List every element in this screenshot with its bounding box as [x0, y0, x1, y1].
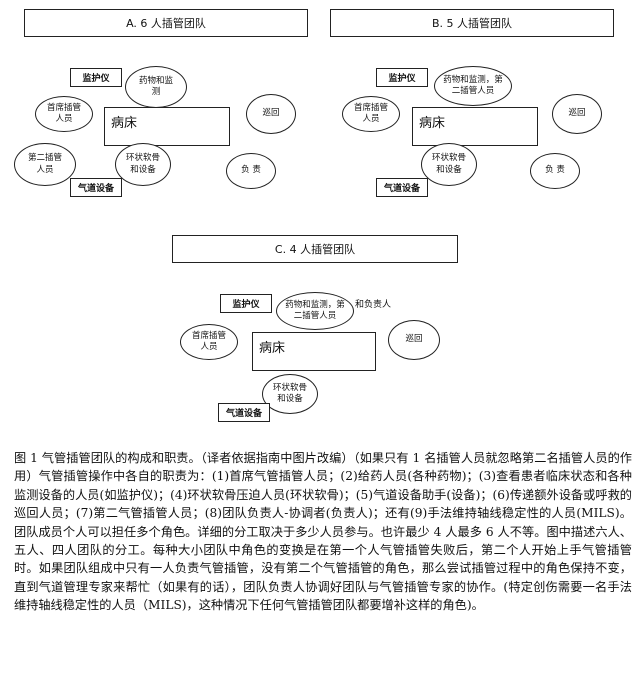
panel-b-runner-role: 巡回: [552, 94, 602, 134]
panel-c-monitor-box: 监护仪: [220, 294, 272, 313]
panel-c-first-intubator-role: 首席插管 人员: [180, 324, 238, 360]
panel-a-bed: 病床: [104, 107, 230, 146]
panel-a-cricoid-role: 环状软骨 和设备: [115, 143, 171, 186]
panel-b-first-intubator-role: 首席插管 人员: [342, 96, 400, 132]
panel-c-title: C. 4 人插管团队: [172, 235, 458, 263]
panel-a-airway-box: 气道设备: [70, 178, 122, 197]
panel-a-leader-role: 负 责: [226, 153, 276, 189]
panel-c-bed: 病床: [252, 332, 376, 371]
panel-b-drug-role: 药物和监测，第 二插管人员: [434, 66, 512, 106]
panel-a-second-intubator-role: 第二插管 人员: [14, 143, 76, 186]
panel-a-runner-role: 巡回: [246, 94, 296, 134]
figure-caption: 图 1 气管插管团队的构成和职责。（译者依据指南中图片改编）（如果只有 1 名插…: [14, 451, 632, 613]
panel-a-first-intubator-role: 首席插管 人员: [35, 96, 93, 132]
panel-a-title: A. 6 人插管团队: [24, 9, 308, 37]
panel-b-cricoid-role: 环状软骨 和设备: [421, 143, 477, 186]
panel-b-monitor-box: 监护仪: [376, 68, 428, 87]
panel-b-title: B. 5 人插管团队: [330, 9, 614, 37]
panel-c-runner-role: 巡回: [388, 320, 440, 360]
panel-c-drug-role: 药物和监测，第 二插管人员: [276, 292, 354, 330]
panel-a-drug-role: 药物和监 测: [125, 66, 187, 108]
panel-c-airway-box: 气道设备: [218, 403, 270, 422]
panel-c-drug-note: 和负责人: [355, 300, 392, 310]
panel-b-bed: 病床: [412, 107, 538, 146]
panel-c-cricoid-role: 环状软骨 和设备: [262, 374, 318, 414]
panel-b-leader-role: 负 责: [530, 153, 580, 189]
panel-b-airway-box: 气道设备: [376, 178, 428, 197]
panel-a-monitor-box: 监护仪: [70, 68, 122, 87]
